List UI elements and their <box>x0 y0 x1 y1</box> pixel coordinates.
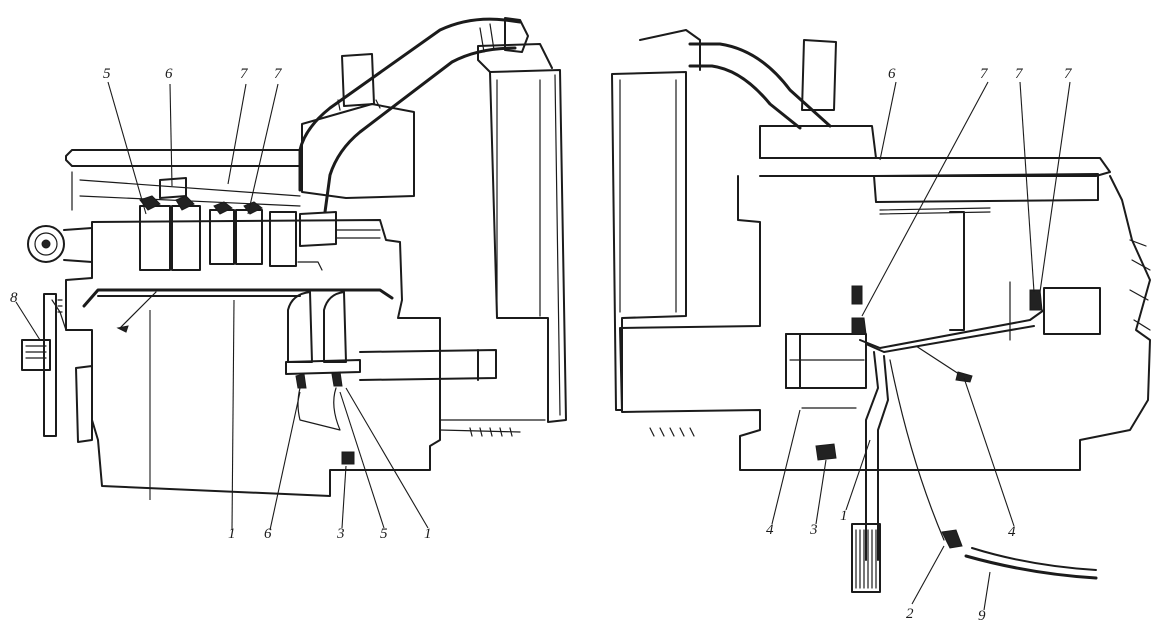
right-filter <box>1009 281 1101 341</box>
callout-6: 6 <box>264 526 272 542</box>
right-item-3 <box>815 443 837 461</box>
callout-8: 8 <box>10 290 18 306</box>
right-radiator <box>611 29 701 411</box>
callout-5: 5 <box>380 526 388 542</box>
callout-3: 3 <box>336 526 345 542</box>
left-engine-view <box>21 17 567 497</box>
callout-labels-right: 6 7 7 7 4 3 1 4 2 9 <box>766 66 1073 624</box>
left-injector-group <box>139 177 381 271</box>
right-dipstick <box>851 523 881 593</box>
left-front-bracket <box>21 293 93 443</box>
callout-6: 6 <box>165 66 173 82</box>
left-air-intake-pipe <box>298 17 529 214</box>
left-front-pulley <box>27 225 93 263</box>
callout-7: 7 <box>1015 66 1024 82</box>
callout-1: 1 <box>424 526 432 542</box>
callout-3: 3 <box>809 522 818 538</box>
callout-5: 5 <box>103 66 111 82</box>
callout-9: 9 <box>978 608 986 624</box>
callout-6: 6 <box>888 66 896 82</box>
callout-7: 7 <box>240 66 249 82</box>
callout-7: 7 <box>1064 66 1073 82</box>
right-top-fuel-line <box>759 157 1111 331</box>
left-fuel-rail <box>82 288 394 333</box>
callout-2: 2 <box>906 606 914 622</box>
callout-1: 1 <box>228 526 236 542</box>
callout-1: 1 <box>840 508 848 524</box>
left-fuel-filters <box>285 291 497 465</box>
left-radiator <box>477 43 567 423</box>
right-air-intake-pipe <box>688 39 877 159</box>
left-air-filter <box>301 53 415 199</box>
leader-lines <box>15 81 1071 611</box>
callout-4: 4 <box>766 522 774 538</box>
right-starter-block <box>785 333 867 389</box>
right-fuel-lines <box>801 285 1045 561</box>
right-engine-block <box>619 175 1151 471</box>
callout-4: 4 <box>1008 524 1016 540</box>
right-engine-view <box>611 29 1151 593</box>
callout-7: 7 <box>274 66 283 82</box>
left-engine-block <box>65 219 546 497</box>
callout-7: 7 <box>980 66 989 82</box>
right-hose-9 <box>964 547 1098 580</box>
callout-labels-left: 5 6 7 7 8 1 6 3 5 1 <box>10 66 432 542</box>
